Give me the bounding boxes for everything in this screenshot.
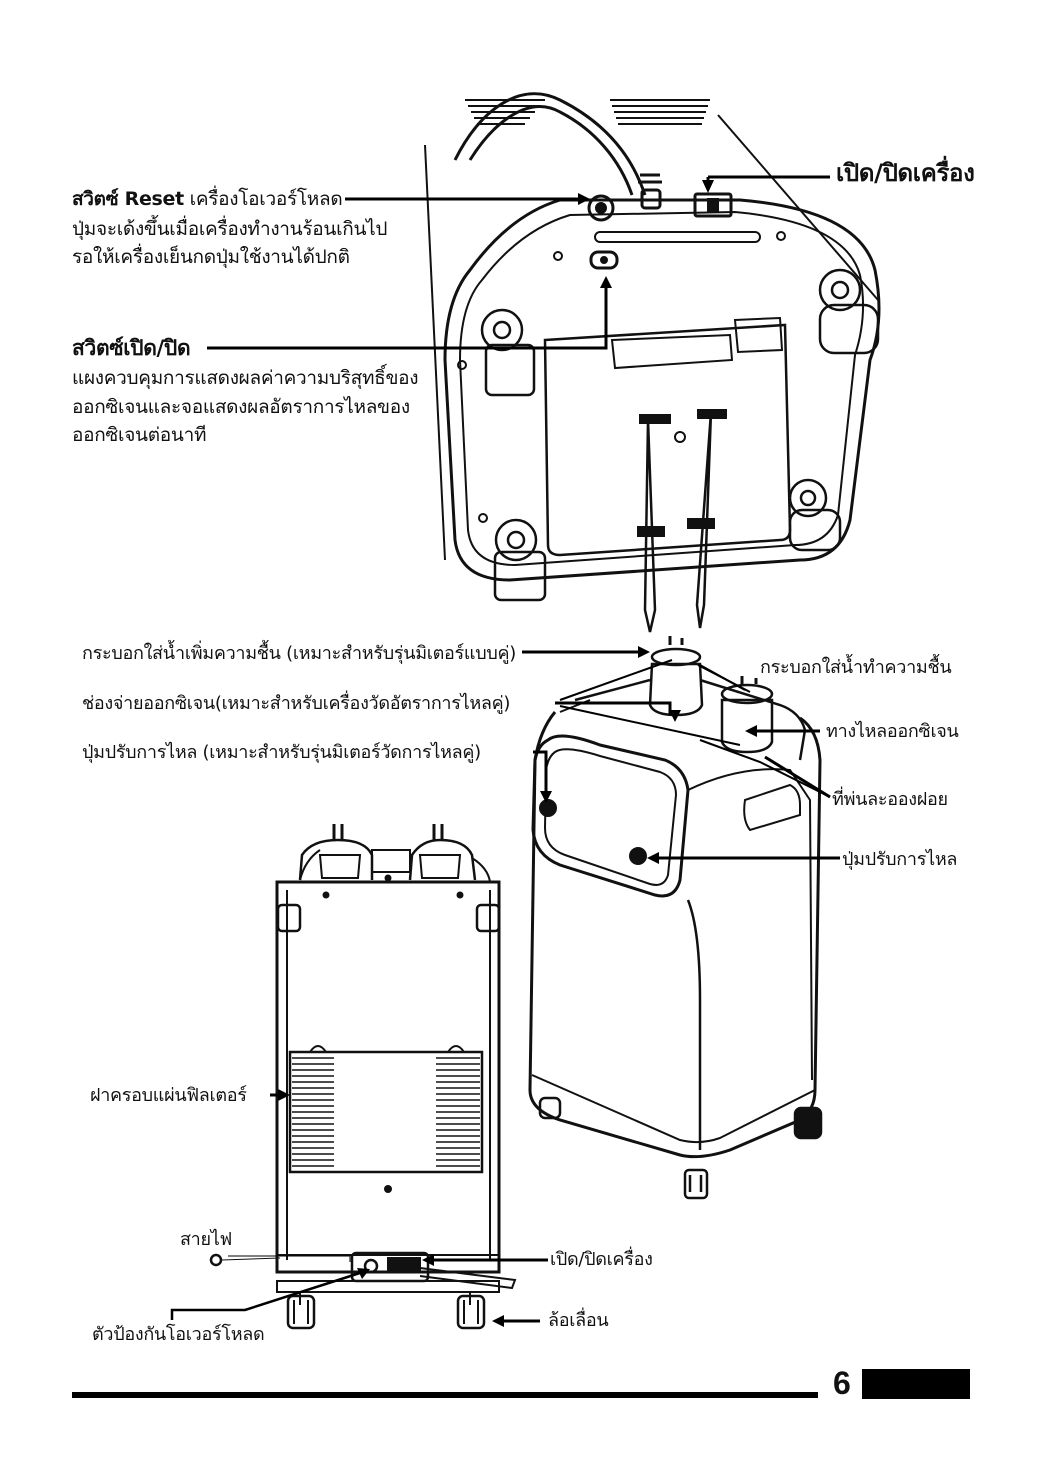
reset-switch-title: สวิตซ์ Reset เครื่องโอเวอร์โหลด <box>72 186 343 213</box>
oxygen-path-label: ทางไหลออกซิเจน <box>826 721 959 742</box>
top-machine-view <box>424 92 881 633</box>
flow-knob-dual-label: ปุ่มปรับการไหล (เหมาะสำหรับรุ่นมิเตอร์วั… <box>82 742 481 763</box>
leader-lines <box>170 175 840 1327</box>
filter-grille-right <box>436 1057 480 1167</box>
flow-knob-label: ปุ่มปรับการไหล <box>842 849 958 870</box>
page-number-block <box>862 1369 970 1399</box>
filter-cover-label: ฝาครอบแผ่นฟิลเตอร์ <box>90 1085 247 1106</box>
power-switch-label-bottom: เปิด/ปิดเครื่อง <box>550 1249 653 1270</box>
footer-rule <box>72 1392 818 1398</box>
back-machine-view <box>209 824 517 1330</box>
reset-switch-title-bold: สวิตซ์ Reset <box>72 188 184 210</box>
onoff-switch-desc-1: แผงควบคุมการแสดงผลค่าความบริสุทธิ์ของ <box>72 367 419 389</box>
reset-switch-desc-2: รอให้เครื่องเย็นกดปุ่มใช้งานได้ปกติ <box>72 246 350 268</box>
reset-switch-desc-1: ปุ่มจะเด้งขึ้นเมื่อเครื่องทำงานร้อนเกินไ… <box>72 218 388 240</box>
humidifier-label: กระบอกใส่น้ำทำความชื้น <box>760 657 952 678</box>
onoff-switch-desc-2: ออกซิเจนและจอแสดงผลอัตราการไหลของ <box>72 396 410 418</box>
front-machine-view <box>528 636 823 1200</box>
humidifier-dual-label: กระบอกใส่น้ำเพิ่มความชื้น (เหมาะสำหรับรุ… <box>82 643 516 664</box>
power-cord-label: สายไฟ <box>180 1229 232 1250</box>
filter-grille-left <box>292 1057 334 1167</box>
onoff-switch-title: สวิตซ์เปิด/ปิด <box>72 336 191 360</box>
overload-protector-label: ตัวป้องกันโอเวอร์โหลด <box>92 1324 265 1345</box>
power-switch-label-top: เปิด/ปิดเครื่อง <box>836 159 975 187</box>
reset-switch-title-rest: เครื่องโอเวอร์โหลด <box>183 188 343 210</box>
page-number: 6 <box>833 1365 851 1401</box>
oxygen-outlet-dual-label: ช่องจ่ายออกซิเจน(เหมาะสำหรับเครื่องวัดอั… <box>82 693 511 714</box>
nebulizer-label: ที่พ่นละอองฝอย <box>832 789 948 810</box>
onoff-switch-desc-3: ออกซิเจนต่อนาที <box>72 424 207 446</box>
caster-label: ล้อเลื่อน <box>548 1310 609 1331</box>
